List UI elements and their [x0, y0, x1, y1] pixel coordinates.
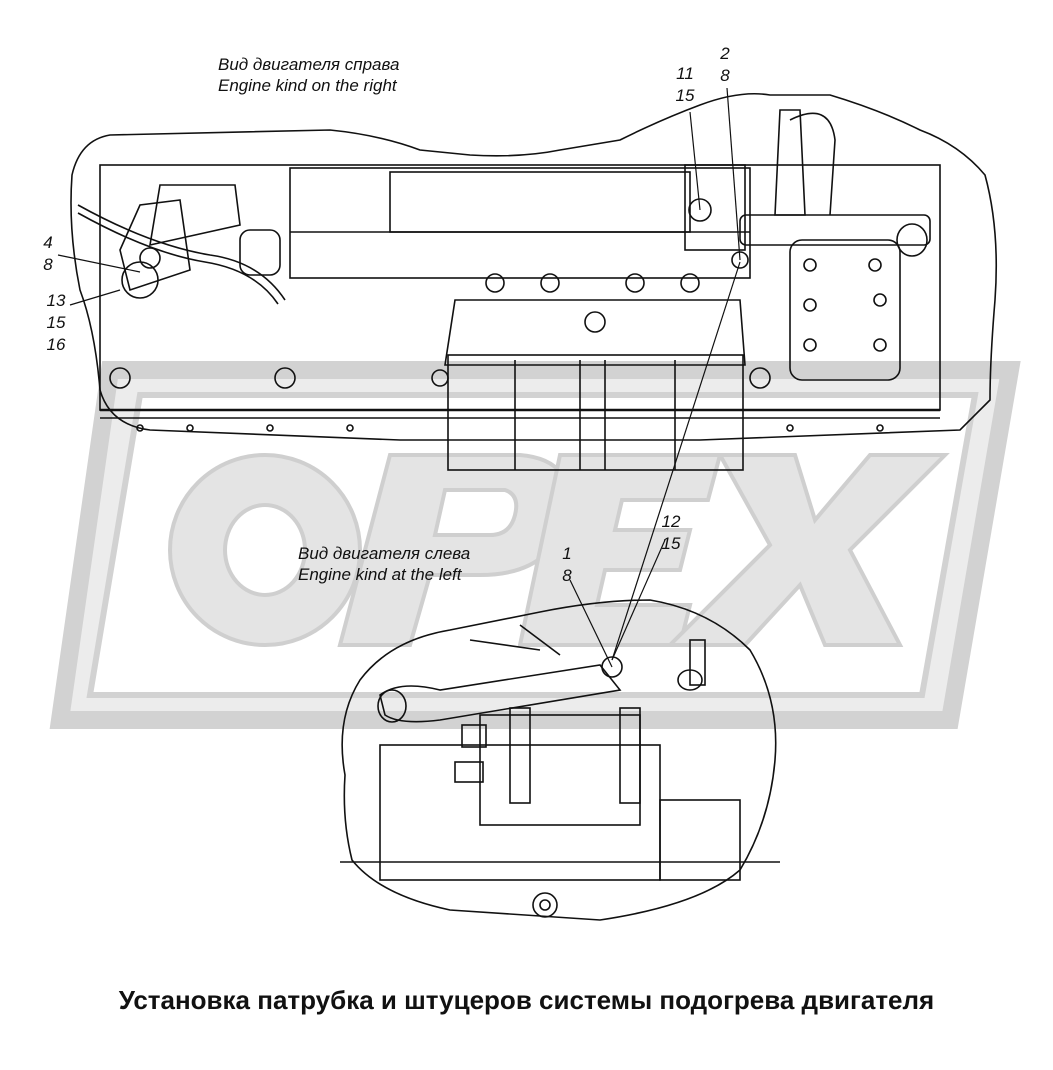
callout-number: 16 [46, 335, 66, 354]
callout-number: 12 [661, 512, 681, 531]
engine-drawing [49, 87, 1021, 921]
callout-number: 8 [43, 255, 53, 274]
callout-4-8: 4 8 [28, 232, 68, 276]
lower-view-outline [341, 599, 777, 921]
callout-number: 15 [46, 313, 66, 332]
callout-1-8: 1 8 [547, 543, 587, 587]
callout-number: 1 [562, 544, 572, 563]
view-label-right-ru: Вид двигателя справа [218, 55, 400, 74]
leader-lines [57, 87, 741, 668]
watermark-logo [49, 361, 1021, 729]
callout-2-8: 2 8 [705, 43, 745, 87]
callout-number: 8 [720, 66, 730, 85]
view-label-left-ru: Вид двигателя слева [298, 544, 471, 563]
view-label-left-en: Engine kind at the left [298, 565, 462, 584]
callout-number: 4 [43, 233, 53, 252]
callout-13-15-16: 13 15 16 [36, 290, 76, 356]
callout-12-15: 12 15 [651, 511, 691, 555]
upper-view [70, 92, 998, 471]
callout-number: 15 [661, 534, 681, 553]
figure-caption: Установка патрубка и штуцеров системы по… [118, 985, 935, 1015]
callout-11-15: 11 15 [665, 63, 705, 107]
callout-number: 8 [562, 566, 572, 585]
view-label-right-en: Engine kind on the right [218, 76, 397, 95]
view-label-left: Вид двигателя слева Engine kind at the l… [298, 543, 470, 585]
callout-number: 15 [675, 86, 695, 105]
callout-number: 2 [720, 44, 730, 63]
lower-view [340, 599, 780, 921]
callout-number: 11 [676, 64, 694, 83]
view-label-right: Вид двигателя справа Engine kind on the … [218, 54, 399, 96]
callout-number: 13 [46, 291, 66, 310]
